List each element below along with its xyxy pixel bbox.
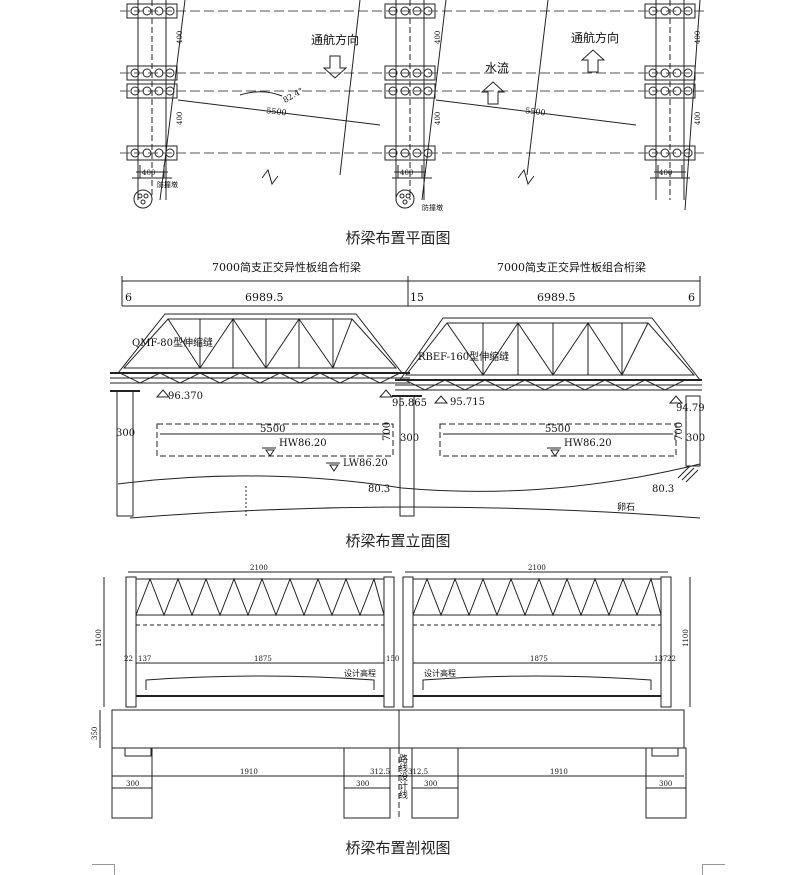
section-d312-right: 312.5 <box>408 768 428 776</box>
section-d1875-right: 1875 <box>530 655 548 663</box>
elevation-truss-left <box>110 313 410 384</box>
plan-nav-direction-2: 通航方向 <box>571 30 619 45</box>
section-d1910-left: 1910 <box>240 768 258 776</box>
elevation-dim-6-right: 6 <box>688 291 695 304</box>
elevation-base-1: 80.3 <box>368 484 390 495</box>
elevation-title-right: 7000简支正交异性板组合桁梁 <box>497 260 646 274</box>
elevation-view-drawing: 7000简支正交异性板组合桁梁 7000简支正交异性板组合桁梁 6 6989.5… <box>110 260 705 519</box>
section-d22-left: 22 <box>124 655 133 663</box>
plan-pier-middle <box>384 0 436 200</box>
elevation-level-1: 96.370 <box>168 391 203 402</box>
plan-dim-400: 400 <box>176 31 184 44</box>
elevation-h-700-2: 700 <box>674 422 685 441</box>
plan-collision-pier-1: 防撞墩 <box>157 180 178 189</box>
section-frame-left <box>125 576 395 708</box>
plan-dim-400: 400 <box>694 112 702 125</box>
section-top-right: 2100 <box>528 564 546 572</box>
elevation-lw: LW86.20 <box>343 458 388 469</box>
elevation-span-1: 5500 <box>260 424 285 435</box>
elevation-rock: 卵石 <box>617 502 635 513</box>
elevation-title-left: 7000简支正交异性板组合桁梁 <box>212 260 361 274</box>
elevation-hw-1: HW86.20 <box>279 438 327 449</box>
section-height-right: 1100 <box>682 629 690 647</box>
plan-span-1: 5500 <box>266 106 287 117</box>
elevation-level-4: 94.79 <box>676 403 705 414</box>
elevation-h-300-right: 300 <box>686 433 705 444</box>
elevation-pier-left <box>116 390 134 517</box>
elevation-hw-2: HW86.20 <box>564 438 612 449</box>
section-design-elev-left: 设计高程 <box>344 668 376 678</box>
elevation-level-2: 95.865 <box>392 398 427 409</box>
plan-dim-400: 400 <box>434 31 442 44</box>
plan-water-flow: 水流 <box>485 61 509 75</box>
plan-span-2: 5500 <box>525 106 546 117</box>
section-column <box>111 747 153 819</box>
section-centerline-label: 路线设计线 <box>397 753 408 799</box>
elevation-truss-right <box>395 317 702 391</box>
section-pier-300: 300 <box>356 780 369 788</box>
elevation-h-700-1: 700 <box>382 422 393 441</box>
section-design-elev-right: 设计高程 <box>424 668 456 678</box>
elevation-dim-right: 6989.5 <box>537 291 576 304</box>
section-d1910-right: 1910 <box>550 768 568 776</box>
elevation-joint-left: QMF-80型伸缩缝 <box>132 336 213 349</box>
section-pier-300: 300 <box>424 780 437 788</box>
elevation-pier-middle <box>399 395 415 517</box>
plan-dim-400: 400 <box>434 112 442 125</box>
elevation-h-300-left: 300 <box>116 428 135 439</box>
plan-angle: 82.4° <box>282 86 305 105</box>
plan-view-drawing: 通航方向 通航方向 水流 82.4° 5500 5500 400 400 400… <box>120 0 705 212</box>
section-d137-right: 137 <box>654 655 667 663</box>
section-height-left: 1100 <box>95 629 103 647</box>
section-view-drawing: 2100 2100 1100 1100 22 137 1875 150 1875… <box>91 564 691 819</box>
page-corner-mark-left <box>92 864 115 875</box>
section-d22-right: 22 <box>667 655 676 663</box>
caption-plan: 桥梁布置平面图 <box>345 229 451 247</box>
elevation-level-3: 95.715 <box>450 397 485 408</box>
plan-view-figure: 通航方向 通航方向 水流 82.4° 5500 5500 400 400 400… <box>0 0 796 218</box>
section-frame-right <box>402 576 672 708</box>
section-d1875-left: 1875 <box>254 655 272 663</box>
section-d137-left: 137 <box>138 655 151 663</box>
section-pier-300: 300 <box>659 780 672 788</box>
plan-bottom-400: 400 <box>659 169 672 177</box>
plan-dim-400: 400 <box>694 31 702 44</box>
plan-nav-direction-1: 通航方向 <box>311 32 359 47</box>
elevation-view-figure: 7000简支正交异性板组合桁梁 7000简支正交异性板组合桁梁 6 6989.5… <box>0 256 796 522</box>
elevation-dim-left: 6989.5 <box>245 291 284 304</box>
caption-section: 桥梁布置剖视图 <box>345 839 451 857</box>
plan-dim-400: 400 <box>176 112 184 125</box>
section-column <box>411 747 459 819</box>
section-d312-left: 312.5 <box>370 768 390 776</box>
plan-bottom-400: 400 <box>142 169 155 177</box>
section-cap-height: 350 <box>91 727 99 740</box>
section-column <box>343 747 391 819</box>
caption-elevation: 桥梁布置立面图 <box>345 532 451 550</box>
plan-collision-pier-2: 防撞墩 <box>422 203 443 212</box>
elevation-dim-6-left: 6 <box>125 291 132 304</box>
elevation-base-2: 80.3 <box>652 484 674 495</box>
section-column <box>645 747 687 819</box>
section-pier-cap <box>111 709 685 749</box>
elevation-joint-right: RBEF-160型伸缩缝 <box>418 350 509 363</box>
section-d150: 150 <box>386 655 399 663</box>
elevation-h-300-mid: 300 <box>400 433 419 444</box>
plan-bottom-400: 400 <box>400 169 413 177</box>
section-view-figure: 2100 2100 1100 1100 22 137 1875 150 1875… <box>0 562 796 820</box>
elevation-dim-15: 15 <box>410 291 424 304</box>
section-pier-300: 300 <box>126 780 139 788</box>
page-corner-mark-right <box>702 864 725 875</box>
section-top-left: 2100 <box>250 564 268 572</box>
elevation-span-2: 5500 <box>545 424 570 435</box>
